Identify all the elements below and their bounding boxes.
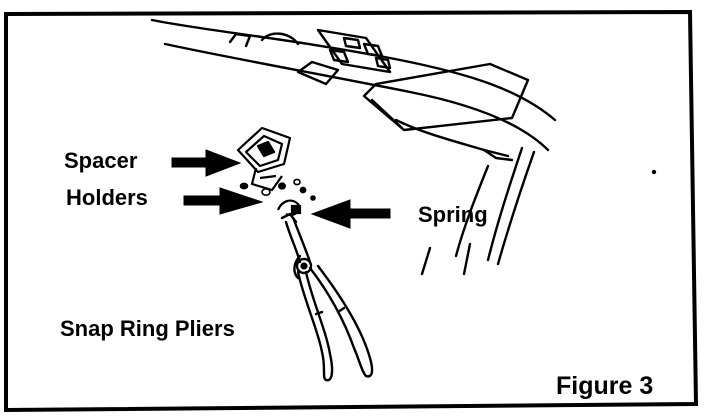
arrow-holders [183, 187, 264, 215]
figure-caption: Figure 3 [556, 372, 654, 400]
figure-frame [3, 9, 699, 413]
console-line-art [150, 18, 657, 276]
arrow-spring [310, 199, 391, 229]
arrow-spacer [171, 149, 242, 177]
holder-parts [239, 178, 316, 201]
spacer-label: Spacer [64, 148, 138, 173]
holders-label: Holders [66, 185, 148, 210]
spring-label: Spring [418, 202, 488, 227]
snap-ring-pliers-label: Snap Ring Pliers [60, 316, 235, 341]
snap-ring-pliers [280, 212, 374, 382]
spacer-part [236, 126, 292, 192]
spring-part [276, 199, 302, 217]
